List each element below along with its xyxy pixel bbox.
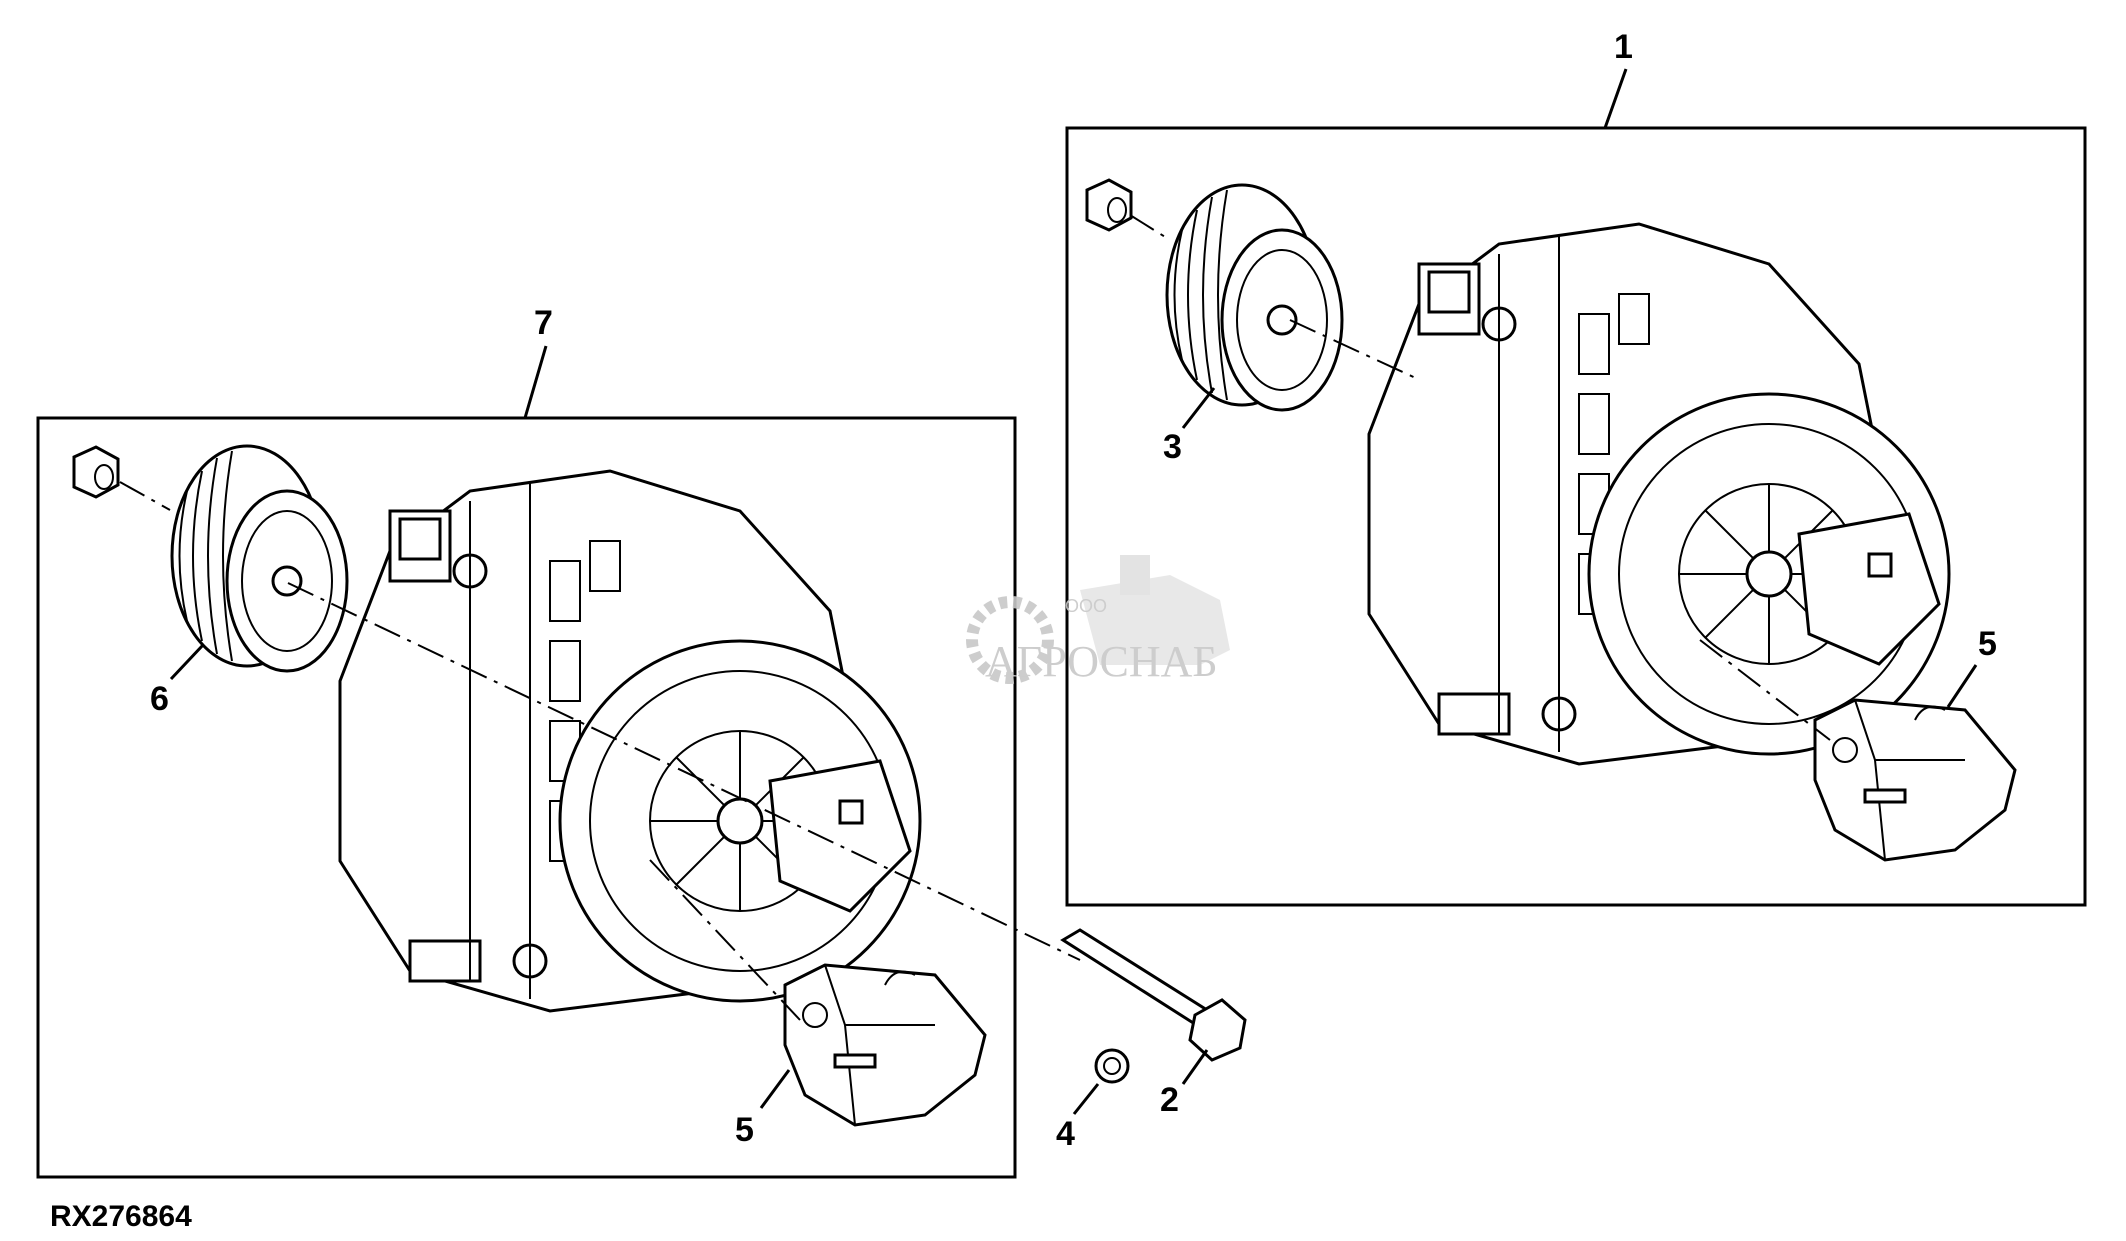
nut-icon (72, 445, 120, 499)
callout-2: 2 (1160, 1081, 1179, 1119)
pulley-6 (170, 444, 349, 673)
alternator-1 (1367, 222, 1951, 766)
callout-5-left: 5 (735, 1111, 754, 1149)
pulley-3 (1165, 183, 1344, 412)
watermark-prefix: ООО (1065, 596, 1107, 616)
callout-3: 3 (1163, 428, 1182, 466)
assembly-box-1 (1065, 126, 2087, 907)
callout-1: 1 (1614, 28, 1633, 66)
bolt-2 (1060, 928, 1247, 1062)
callout-5-right: 5 (1978, 625, 1997, 663)
watermark-name: АГРОСНАБ (985, 637, 1218, 686)
regulator-5-right (1813, 698, 2017, 862)
figure-id: RX276864 (50, 1200, 192, 1233)
callout-7: 7 (534, 304, 553, 342)
callout-6: 6 (150, 680, 169, 718)
regulator-5-left (783, 963, 987, 1127)
nut-icon (1085, 178, 1133, 232)
alternator-7 (338, 469, 922, 1013)
centerline (1129, 214, 1831, 741)
leader-lines (169, 68, 1978, 1115)
centerline (119, 481, 1081, 1021)
callout-4: 4 (1056, 1115, 1075, 1153)
nut-4 (1094, 1048, 1130, 1084)
watermark-logo: ООО АГРОСНАБ (966, 555, 1230, 686)
